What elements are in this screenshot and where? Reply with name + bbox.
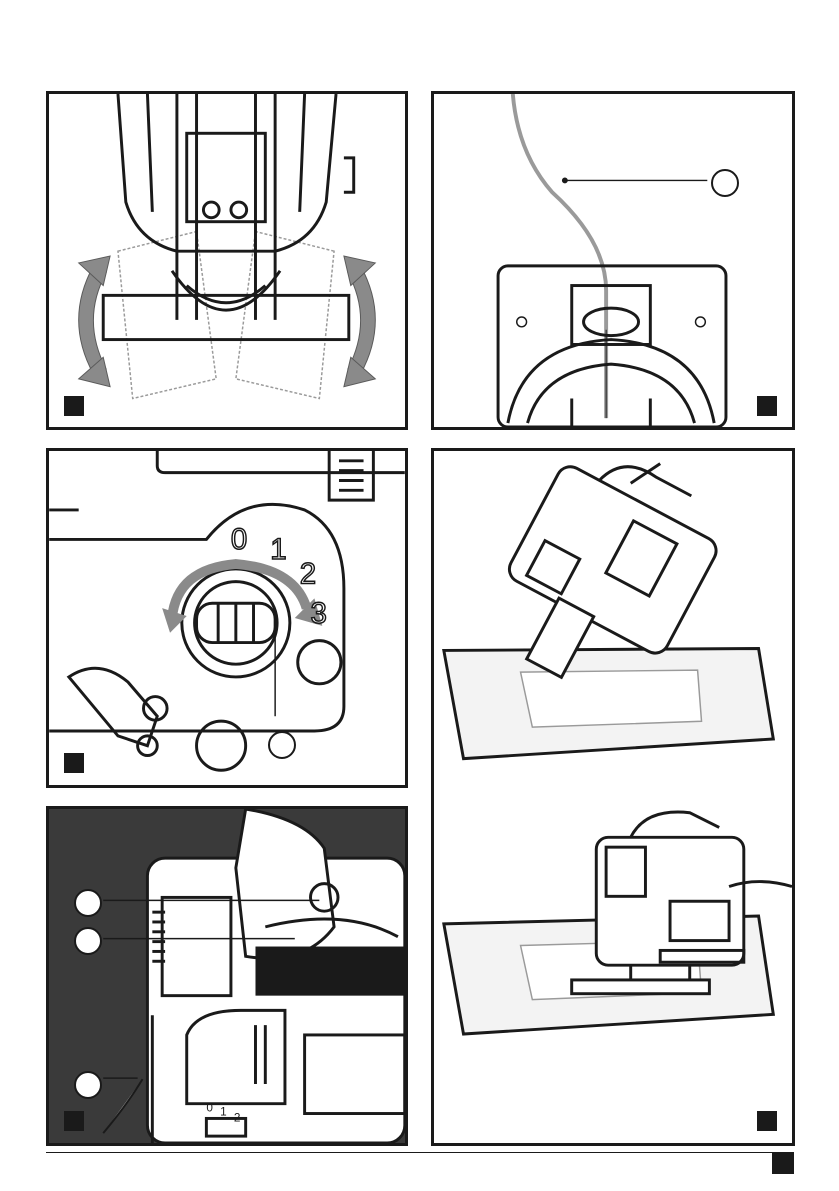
figure-bevel-base <box>46 91 408 430</box>
callout-circle <box>268 731 296 759</box>
figure-plunge-cut <box>431 448 795 1146</box>
figure-marker <box>64 753 84 773</box>
figure-marker <box>757 396 777 416</box>
handle-illustration: 0 1 2 <box>49 809 405 1143</box>
small-dial-label-0: 0 <box>206 1102 213 1115</box>
speed-dial-illustration: 0 1 2 3 <box>49 451 405 785</box>
jigsaw-base-illustration <box>49 94 405 427</box>
figure-speed-dial: 0 1 2 3 <box>46 448 408 788</box>
jigsaw-top-illustration <box>434 94 792 427</box>
callout-circle <box>74 889 102 917</box>
figure-marker <box>64 396 84 416</box>
dial-label-3: 3 <box>311 597 327 630</box>
figure-marker <box>757 1111 777 1131</box>
callout-circle <box>711 169 739 197</box>
dial-label-0: 0 <box>231 523 247 556</box>
small-dial-label-2: 2 <box>234 1111 241 1124</box>
plunge-cut-illustration <box>434 451 792 1143</box>
footer-rule <box>46 1152 792 1153</box>
figure-marker <box>64 1111 84 1131</box>
callout-circle <box>74 1071 102 1099</box>
dial-label-1: 1 <box>270 533 286 566</box>
page-marker <box>772 1152 794 1174</box>
figure-cord-guide <box>431 91 795 430</box>
dial-label-2: 2 <box>300 558 316 591</box>
callout-circle <box>74 927 102 955</box>
small-dial-label-1: 1 <box>220 1105 227 1118</box>
figure-handle-switch: 0 1 2 <box>46 806 408 1146</box>
